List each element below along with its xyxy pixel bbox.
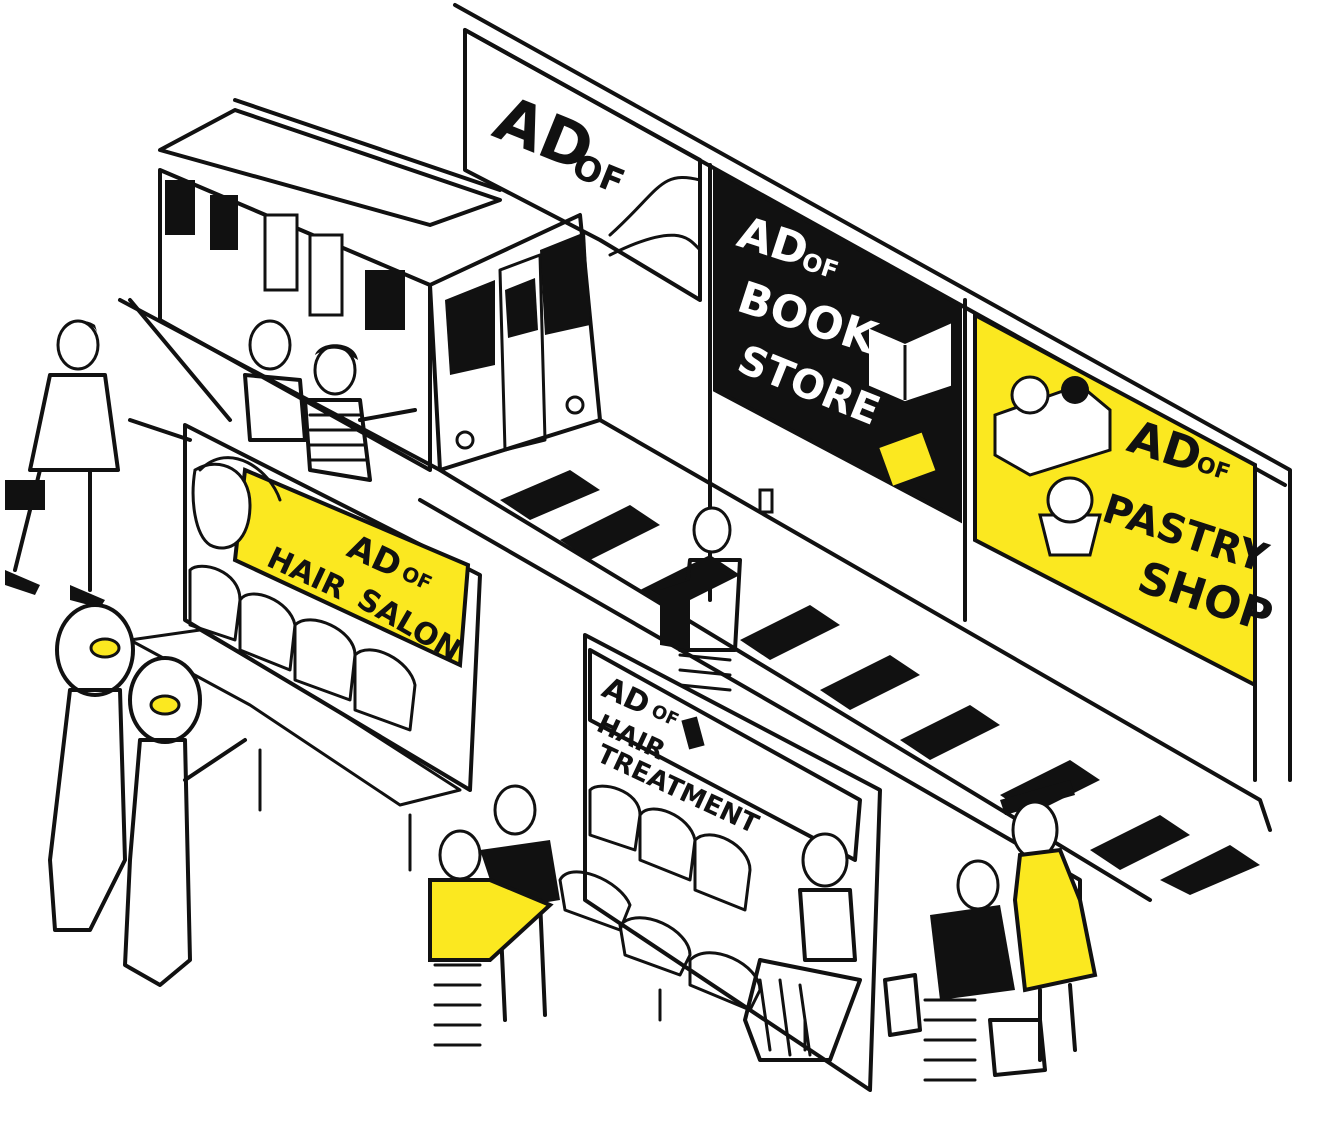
train	[158, 98, 602, 472]
seated-woman	[743, 832, 862, 1062]
billboard-bookstore: AD OF BOOK STORE	[713, 166, 962, 524]
railway-track	[118, 298, 1272, 902]
woman-yellow-dress	[1000, 780, 1098, 1062]
bottle-icon	[681, 716, 705, 750]
bench-hair-salon: AD OF HAIR SALON	[128, 423, 482, 872]
men-hugging	[428, 784, 560, 1047]
passengers-boarding	[243, 319, 417, 482]
photographer-figure	[660, 488, 774, 692]
man-with-bags	[883, 859, 1047, 1082]
bench-hair-treatment-of: OF	[648, 700, 682, 731]
billboard-pastry: AD OF PASTRY SHOP	[973, 311, 1279, 689]
alien-figures	[48, 603, 247, 987]
businessman-figure	[5, 319, 120, 608]
woman-profile-icon	[191, 462, 252, 550]
